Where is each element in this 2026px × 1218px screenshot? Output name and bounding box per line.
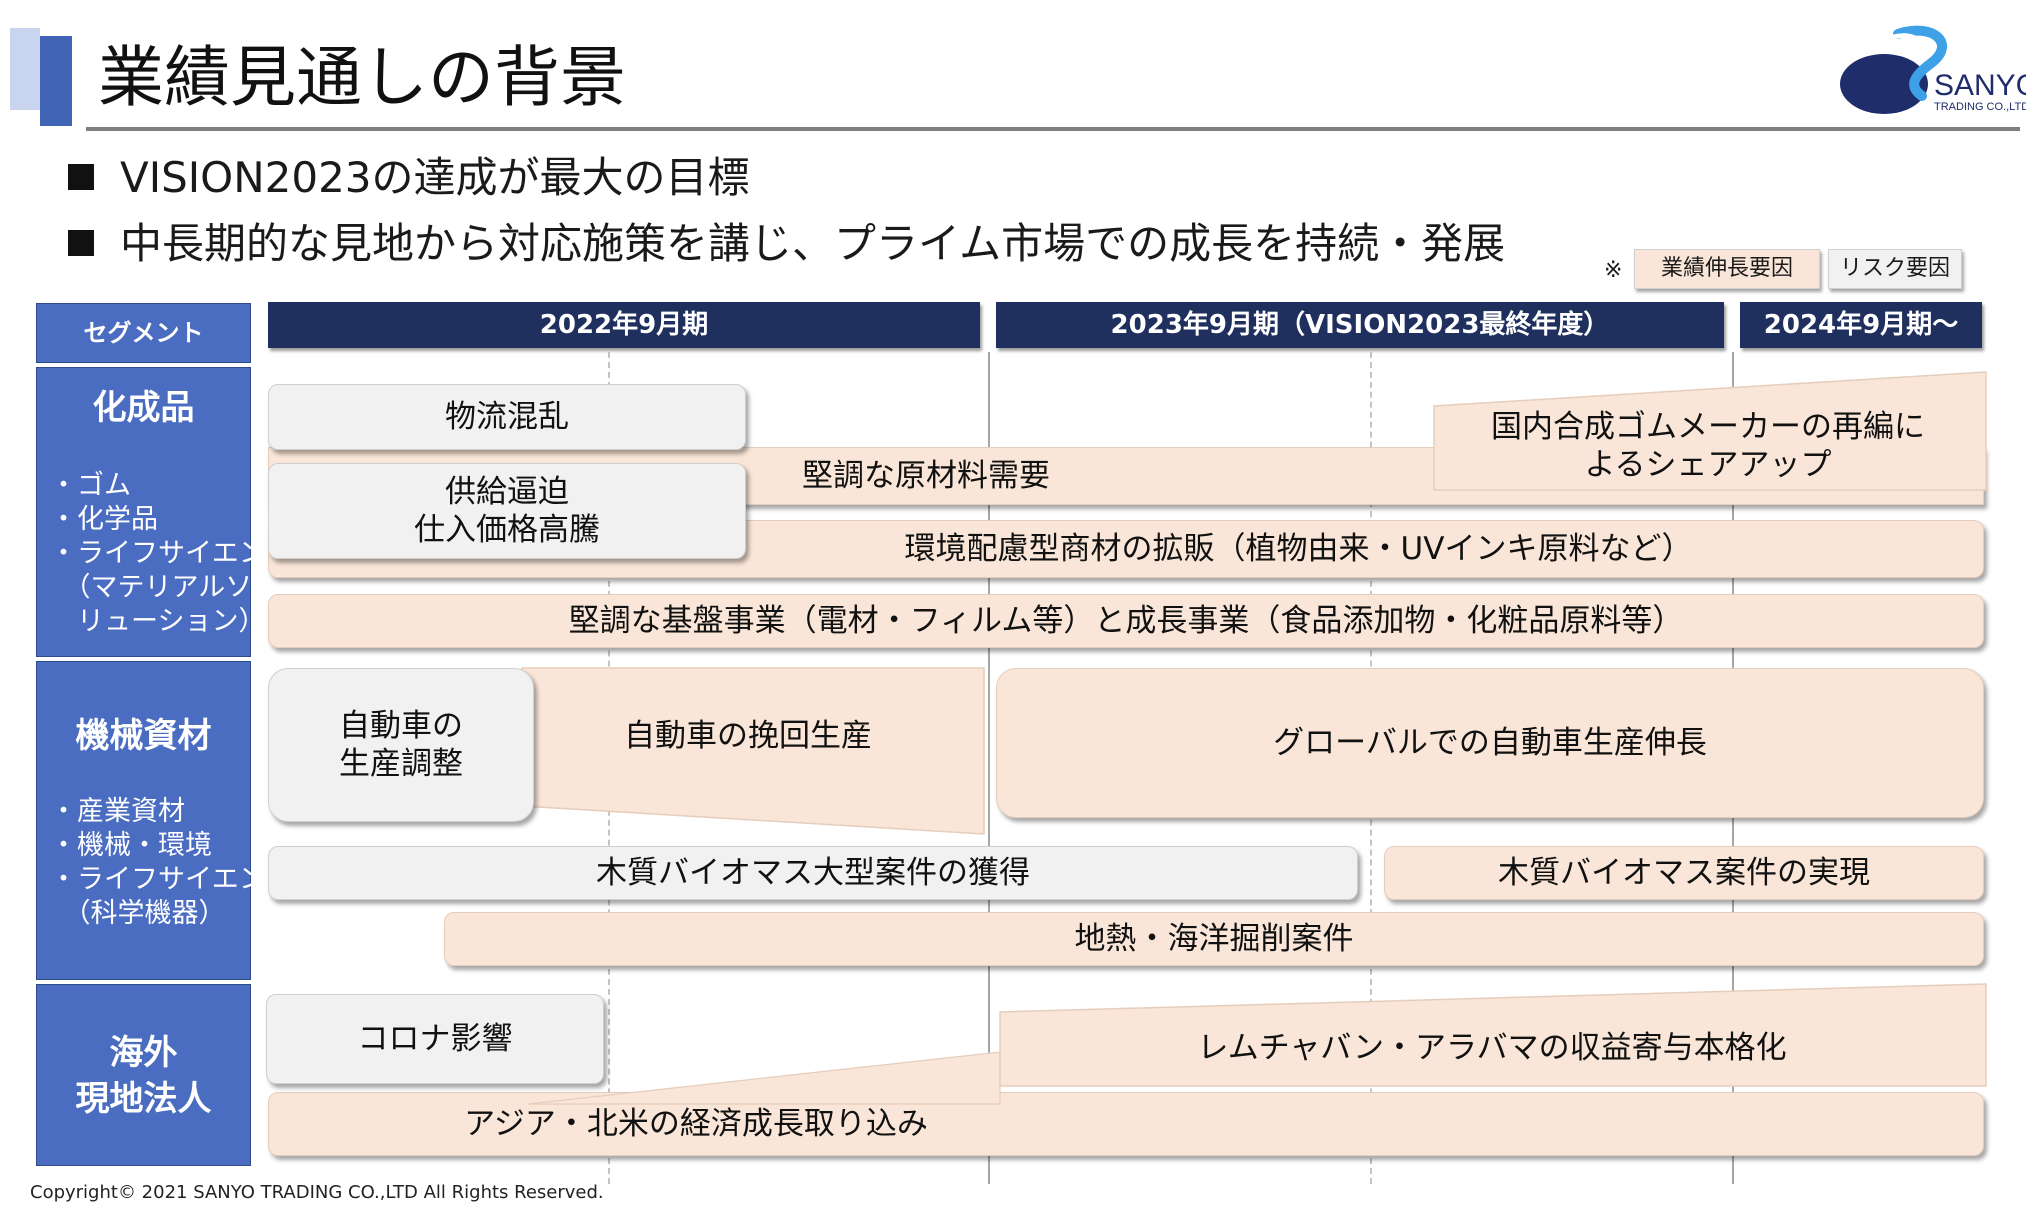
factor-auto-recovery: 自動車の挽回生産 — [624, 718, 872, 754]
factor-share-up-shape — [1433, 371, 1987, 491]
factor-corona-impact: コロナ影響 — [266, 994, 604, 1084]
segment-overseas: 海外 現地法人 — [36, 984, 251, 1166]
segment-items: ・ゴム ・化学品 ・ライフサイエンス （マテリアルソ リューション） — [50, 470, 293, 637]
factor-biomass-large: 木質バイオマス大型案件の獲得 — [268, 846, 1358, 900]
square-bullet-icon — [68, 230, 94, 256]
title-divider — [86, 127, 2020, 131]
factor-auto-adjustment: 自動車の 生産調整 — [268, 668, 534, 822]
factor-logistics-disruption: 物流混乱 — [268, 384, 746, 450]
sanyo-logo-icon — [1840, 25, 1947, 114]
title-accent-light — [10, 28, 40, 110]
copyright-text: Copyright© 2021 SANYO TRADING CO.,LTD Al… — [30, 1182, 604, 1203]
factor-supply-tightness: 供給逼迫 仕入価格高騰 — [268, 463, 746, 559]
segment-items: ・産業資材 ・機械・環境 ・ライフサイエンス （科学機器） — [50, 796, 293, 929]
logo-subtitle: TRADING CO.,LTD. — [1934, 101, 2026, 113]
page-title: 業績見通しの背景 — [98, 39, 626, 116]
bullet-item: 中長期的な見地から対応施策を講じ、プライム市場での成長を持続・発展 — [68, 219, 1505, 269]
segment-name: 機械資材 — [75, 716, 212, 756]
segment-chemicals: 化成品 ・ゴム ・化学品 ・ライフサイエンス （マテリアルソ リューション） — [36, 367, 292, 657]
factor-lem-shape — [999, 983, 1987, 1087]
square-bullet-icon — [68, 164, 94, 190]
factor-share-up: 国内合成ゴムメーカーの再編に よるシェアアップ — [1491, 409, 1925, 483]
bullet-item: VISION2023の達成が最大の目標 — [68, 153, 750, 203]
factor-base-business: 堅調な基盤事業（電材・フィルム等）と成長事業（食品添加物・化粧品原料等） — [268, 594, 1984, 648]
factor-geothermal-drilling: 地熱・海洋掘削案件 — [444, 912, 1984, 966]
period-header-2024: 2024年9月期～ — [1740, 302, 1982, 348]
period-header-2022: 2022年9月期 — [268, 302, 980, 348]
grid-line-solid — [988, 352, 990, 1184]
legend-risk-factor: リスク要因 — [1828, 249, 1962, 289]
legend-note-mark: ※ — [1604, 258, 1623, 283]
logo-name: SANYO — [1934, 69, 2026, 102]
legend-growth-factor: 業績伸長要因 — [1634, 249, 1820, 289]
bullet-text: 中長期的な見地から対応施策を講じ、プライム市場での成長を持続・発展 — [120, 219, 1506, 268]
title-accent-dark — [40, 36, 72, 126]
segment-name: 化成品 — [92, 388, 195, 428]
segment-name: 海外 現地法人 — [75, 1033, 212, 1119]
period-header-2023: 2023年9月期（VISION2023最終年度） — [996, 302, 1724, 348]
bullet-text: VISION2023の達成が最大の目標 — [120, 153, 750, 202]
segment-header: セグメント — [36, 303, 251, 363]
factor-lem-alabama: レムチャバン・アラバマの収益寄与本格化 — [1197, 1030, 1787, 1066]
factor-biomass-realization: 木質バイオマス案件の実現 — [1384, 846, 1984, 900]
factor-global-auto-growth: グローバルでの自動車生産伸長 — [996, 668, 1984, 818]
segment-machinery: 機械資材 ・産業資材 ・機械・環境 ・ライフサイエンス （科学機器） — [36, 661, 292, 980]
